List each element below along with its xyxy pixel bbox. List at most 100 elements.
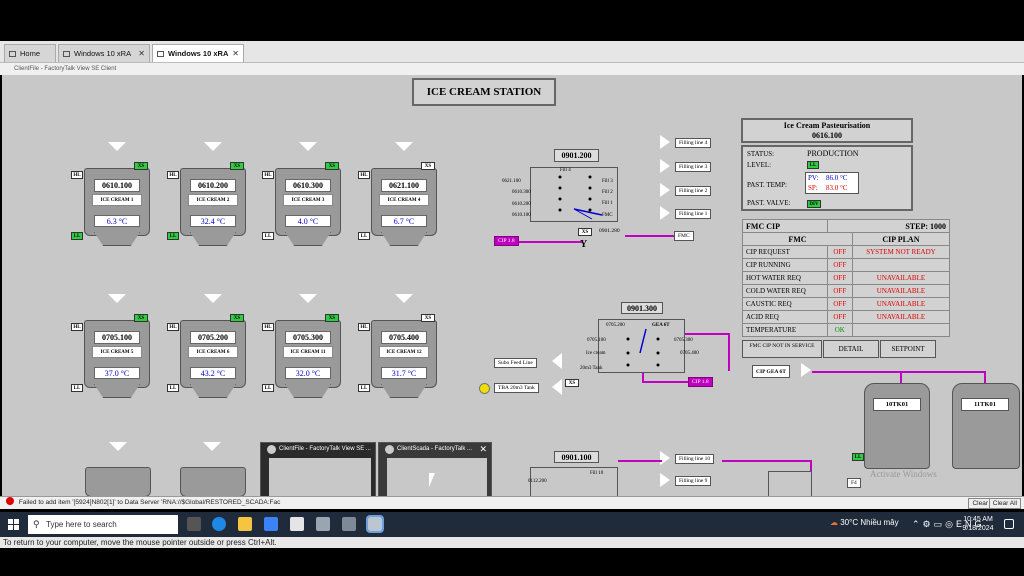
system-tray-icons[interactable]: ⌃⚙▭◎ENG (912, 519, 985, 529)
tank-temperature: 31.7 °C (381, 367, 427, 379)
xs-badge: XS (134, 162, 148, 170)
valve1-matrix[interactable] (530, 167, 618, 222)
cip-row-label: HOT WATER REQ (742, 271, 828, 285)
mail-icon[interactable] (290, 517, 304, 531)
close-icon[interactable]: ✕ (232, 49, 239, 58)
store-icon[interactable] (264, 517, 278, 531)
close-icon[interactable]: ✕ (479, 444, 487, 454)
valve2-port-a: 0705.200 (606, 323, 625, 328)
fmc-tag[interactable]: FMC (674, 231, 694, 241)
level-badge: LL (807, 161, 819, 169)
subo-feed-line[interactable]: Subo Feed Line (494, 358, 537, 368)
past-valve-label: PAST. VALVE: (747, 199, 791, 207)
cip-row-state: OFF (826, 310, 853, 324)
big-tank-11tk01[interactable]: 11TK01 (952, 383, 1020, 469)
taskbar-search-input[interactable]: ⚲ Type here to search (28, 515, 178, 534)
tank-cone (190, 232, 236, 246)
tank-cone (285, 384, 331, 398)
file-explorer-icon[interactable] (238, 517, 252, 531)
tank-body (180, 467, 246, 496)
app-icon[interactable] (342, 517, 356, 531)
pv-label: PV: (808, 174, 819, 182)
valve2-cip-tag[interactable]: CIP 1.8 (688, 377, 713, 387)
equipment-box (768, 471, 812, 496)
tank-body (85, 467, 151, 496)
home-icon (9, 50, 16, 57)
detail-button[interactable]: DETAIL (823, 340, 879, 358)
tab-windows10-1[interactable]: Windows 10 xRA ✕ (58, 44, 150, 62)
vm-icon (63, 50, 70, 57)
ll-badge: LL (358, 384, 370, 392)
tank-name: ICE CREAM 11 (283, 346, 333, 358)
bottom-tag[interactable]: F4 (847, 478, 861, 488)
filling-line-10[interactable]: Filling line 10 (675, 454, 715, 464)
tab-home[interactable]: Home (4, 44, 56, 62)
cip-row-state: OFF (826, 258, 853, 272)
filling-line-4[interactable]: Filling line 4 (675, 138, 712, 148)
arrow-right-icon (660, 451, 670, 465)
inlet-arrow-icon (109, 442, 127, 451)
ll-badge: LL (262, 384, 274, 392)
filling-line-3[interactable]: Filling line 3 (675, 162, 712, 172)
valve1-port-fill2: Fill 2 (602, 190, 613, 195)
windows-start-icon[interactable] (8, 519, 19, 530)
weather[interactable]: ☁ 30°C Nhiều mây (830, 518, 899, 527)
preview-clientscada[interactable]: ClientScada - FactoryTalk ... ✕ (378, 442, 492, 496)
valve3-matrix[interactable] (530, 467, 618, 496)
edge-icon[interactable] (212, 517, 226, 531)
valve2-id-box[interactable]: 0901.300 (621, 302, 663, 314)
cip-row-plan: UNAVAILABLE (851, 310, 951, 324)
preview-clientfile[interactable]: ClientFile - FactoryTalk View SE ... (260, 442, 376, 496)
tank-id: 0610.100 (94, 179, 140, 192)
cip-row-label: COLD WATER REQ (742, 284, 828, 298)
valve3-port: Fill 10 (590, 471, 604, 476)
valve1-cip-tag[interactable]: CIP 1.8 (494, 236, 519, 246)
filling-line-1[interactable]: Filling line 1 (675, 209, 712, 219)
notification-icon[interactable] (1004, 519, 1014, 529)
tank-temperature: 4.0 °C (285, 215, 331, 227)
filling-line-2[interactable]: Filling line 2 (675, 186, 712, 196)
tank-id: 0705.200 (190, 331, 236, 344)
valve1-id-box[interactable]: 0901.200 (554, 149, 599, 162)
cip-gea-tag[interactable]: CIP GEA 6T (752, 365, 790, 378)
clientscada-icon[interactable] (366, 515, 384, 533)
setpoint-button[interactable]: SETPOINT (880, 340, 936, 358)
tank-cone (94, 384, 140, 398)
clear-all-button[interactable]: Clear All (988, 498, 1021, 509)
big-tank-10tk01[interactable]: 10TK01 (864, 383, 930, 469)
vm-hint: To return to your computer, move the mou… (0, 537, 1024, 548)
cip-row-plan: UNAVAILABLE (851, 271, 951, 285)
ll-badge: LL (71, 232, 83, 240)
tba-tank[interactable]: TBA 20m3 Tank (494, 383, 539, 393)
clock[interactable]: 10:45 AM 9/18/2024 (960, 515, 996, 533)
task-view-icon[interactable] (187, 517, 201, 531)
tab-windows10-2[interactable]: Windows 10 xRA ✕ (152, 44, 244, 62)
close-icon[interactable]: ✕ (138, 49, 145, 58)
cip-row-plan (851, 258, 951, 272)
error-bar: Failed to add item '[5924]N802[1]' to Da… (0, 496, 1024, 509)
pasteurisation-panel: STATUS: PRODUCTION LEVEL: LL PAST. TEMP:… (741, 145, 913, 211)
filling-line-9[interactable]: Filling line 9 (675, 476, 712, 486)
valve3-id: 0901.100 (561, 453, 592, 462)
temp-box: PV: 86.0 °C SP: 83.0 °C (805, 172, 859, 194)
xs-badge: XS (134, 314, 148, 322)
inlet-arrow-icon (204, 294, 222, 303)
valve2-id: 0901.300 (627, 304, 657, 313)
tab-windows10-1-label: Windows 10 xRA (74, 49, 132, 58)
valve3-id-box[interactable]: 0901.100 (554, 451, 599, 463)
valve1-port-d: 0610.100 (512, 213, 531, 218)
fmc-cip-service-button[interactable]: FMC CIP NOT IN SERVICE (742, 340, 822, 358)
preview-image (387, 458, 487, 496)
factorytalk-icon[interactable] (316, 517, 330, 531)
